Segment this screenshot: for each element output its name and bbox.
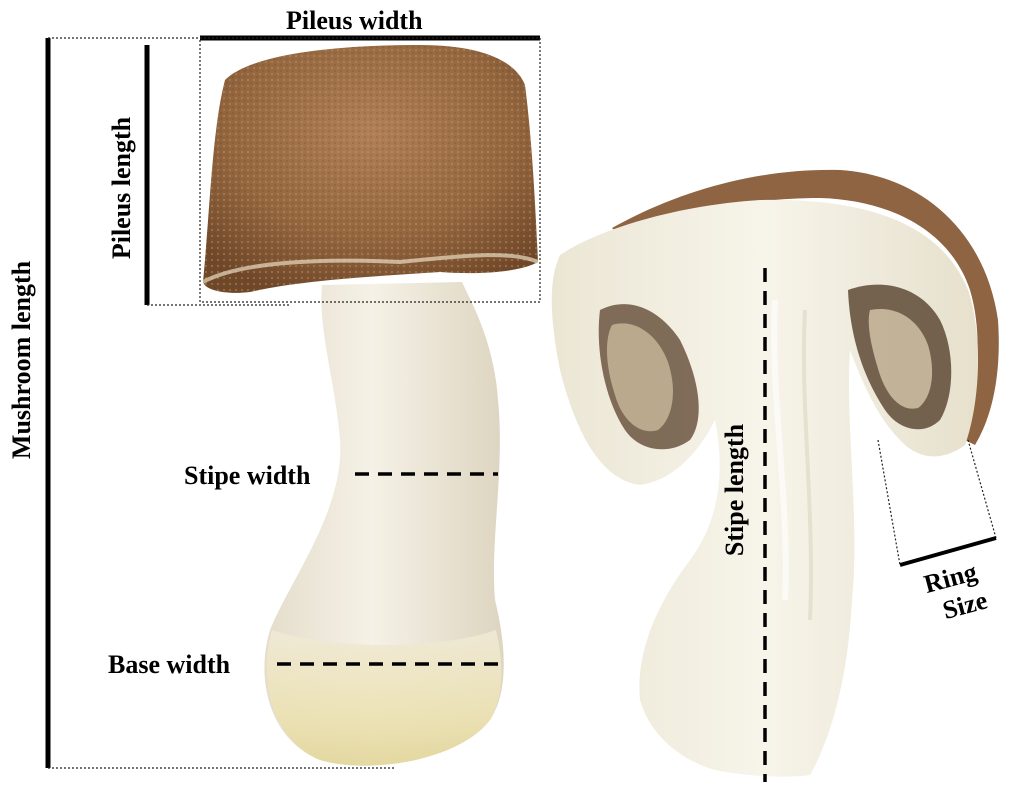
ring-size-bar [900,538,996,565]
ring-size-guide-right [968,440,996,538]
cut-mushroom-photo [552,170,999,777]
pileus-length-label: Pileus length [109,117,135,259]
mushroom-length-label: Mushroom length [9,261,35,459]
pileus-width-label: Pileus width [286,8,423,34]
whole-mushroom-photo [203,45,538,766]
stipe-length-label: Stipe length [722,424,748,556]
base-width-label: Base width [108,652,230,678]
stipe-base-shape [267,630,501,766]
stipe-width-label: Stipe width [184,463,310,489]
ring-size-guide-left [878,440,900,565]
